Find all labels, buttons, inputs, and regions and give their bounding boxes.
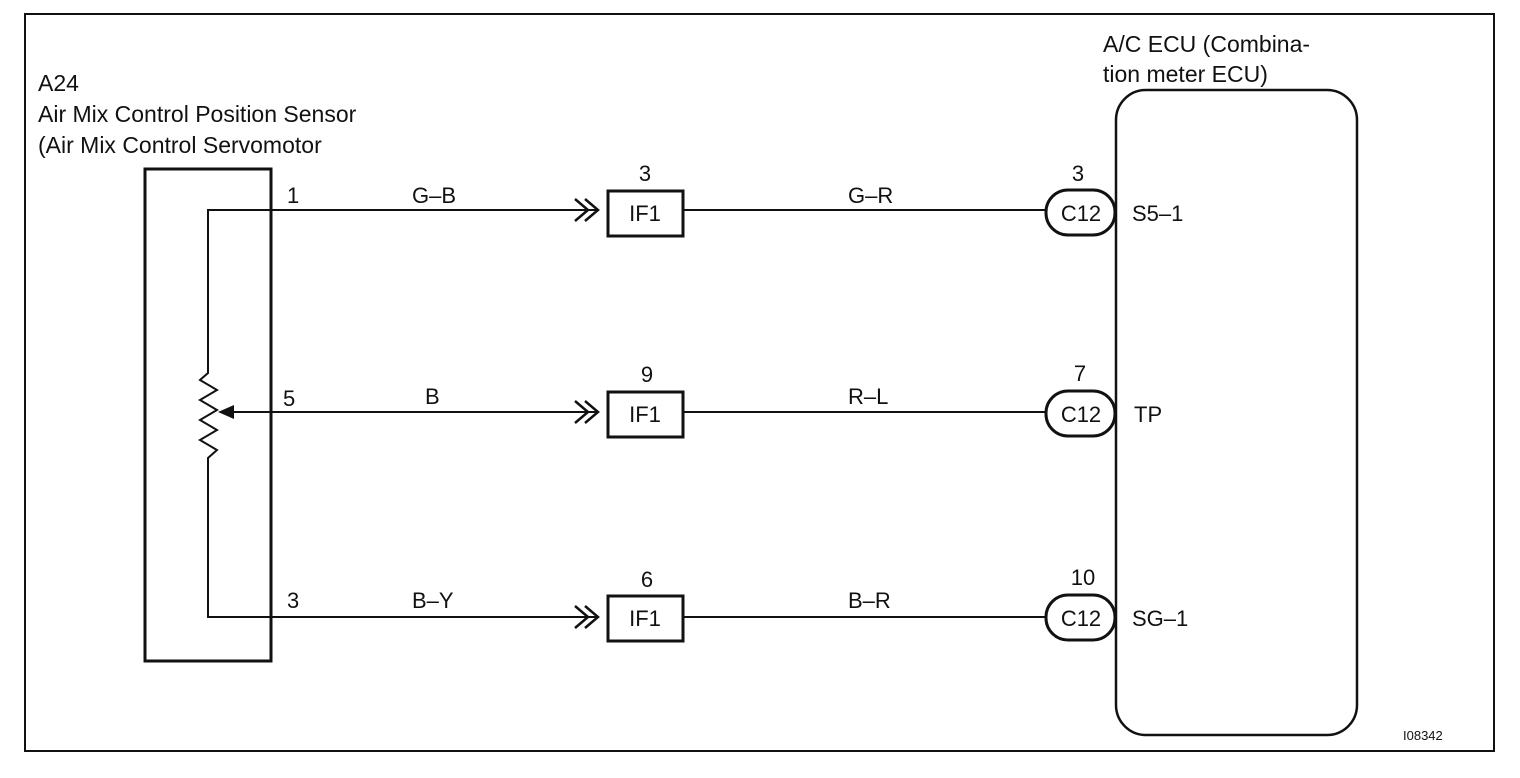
connector-pin: 7 <box>1074 361 1086 386</box>
sensor-box <box>143 167 273 663</box>
junction-box <box>606 390 685 439</box>
junction-box <box>606 594 685 643</box>
connector-oval <box>1044 593 1117 642</box>
connector-pin: 10 <box>1071 565 1095 590</box>
double-arrow-icon <box>574 198 590 222</box>
connector-pin: 3 <box>1072 161 1084 186</box>
connector-oval <box>1044 188 1117 237</box>
sensor-pin: 3 <box>287 588 299 613</box>
connector-oval <box>1044 389 1117 438</box>
junction-label: IF1 <box>629 606 661 631</box>
sensor-pin: 1 <box>287 183 299 208</box>
wire-row-3: 3 B–Y 6 IF1 B–R 10 C12 SG–1 <box>271 565 1188 643</box>
wiper-arrow <box>218 405 234 419</box>
wire-color-in: B <box>425 384 440 409</box>
double-arrow-icon <box>574 400 590 424</box>
figure-id: I08342 <box>1403 728 1443 743</box>
sensor-pin: 5 <box>283 386 295 411</box>
double-arrow-icon <box>584 198 600 222</box>
wire-color-out: B–R <box>848 588 891 613</box>
wire-row-2: 5 B 9 IF1 R–L 7 C12 TP <box>271 361 1162 439</box>
wire-color-out: R–L <box>848 384 888 409</box>
connector-label: C12 <box>1061 402 1101 427</box>
ecu-terminal: SG–1 <box>1132 606 1188 631</box>
sensor-internal-wire <box>198 209 271 618</box>
wire-color-in: B–Y <box>412 588 454 613</box>
wire-color-in: G–B <box>412 183 456 208</box>
double-arrow-icon <box>584 400 600 424</box>
double-arrow-icon <box>584 605 600 629</box>
junction-box <box>606 189 685 238</box>
wire-color-out: G–R <box>848 183 893 208</box>
junction-label: IF1 <box>629 201 661 226</box>
junction-label: IF1 <box>629 402 661 427</box>
junction-pin: 6 <box>641 567 653 592</box>
sensor-code: A24 <box>38 70 79 96</box>
ecu-title-line2: tion meter ECU) <box>1103 61 1268 87</box>
ecu-terminal: TP <box>1134 402 1162 427</box>
ecu-title-line1: A/C ECU (Combina- <box>1103 31 1310 57</box>
ecu-terminal: S5–1 <box>1132 201 1183 226</box>
double-arrow-icon <box>574 605 590 629</box>
junction-pin: 3 <box>639 161 651 186</box>
sensor-name: Air Mix Control Position Sensor <box>38 101 357 127</box>
sensor-subtitle: (Air Mix Control Servomotor <box>38 132 322 158</box>
junction-pin: 9 <box>641 362 653 387</box>
connector-label: C12 <box>1061 606 1101 631</box>
wire-row-1: 1 G–B 3 IF1 G–R 3 C12 S5–1 <box>271 161 1183 238</box>
connector-label: C12 <box>1061 201 1101 226</box>
diagram-frame <box>24 13 1495 752</box>
